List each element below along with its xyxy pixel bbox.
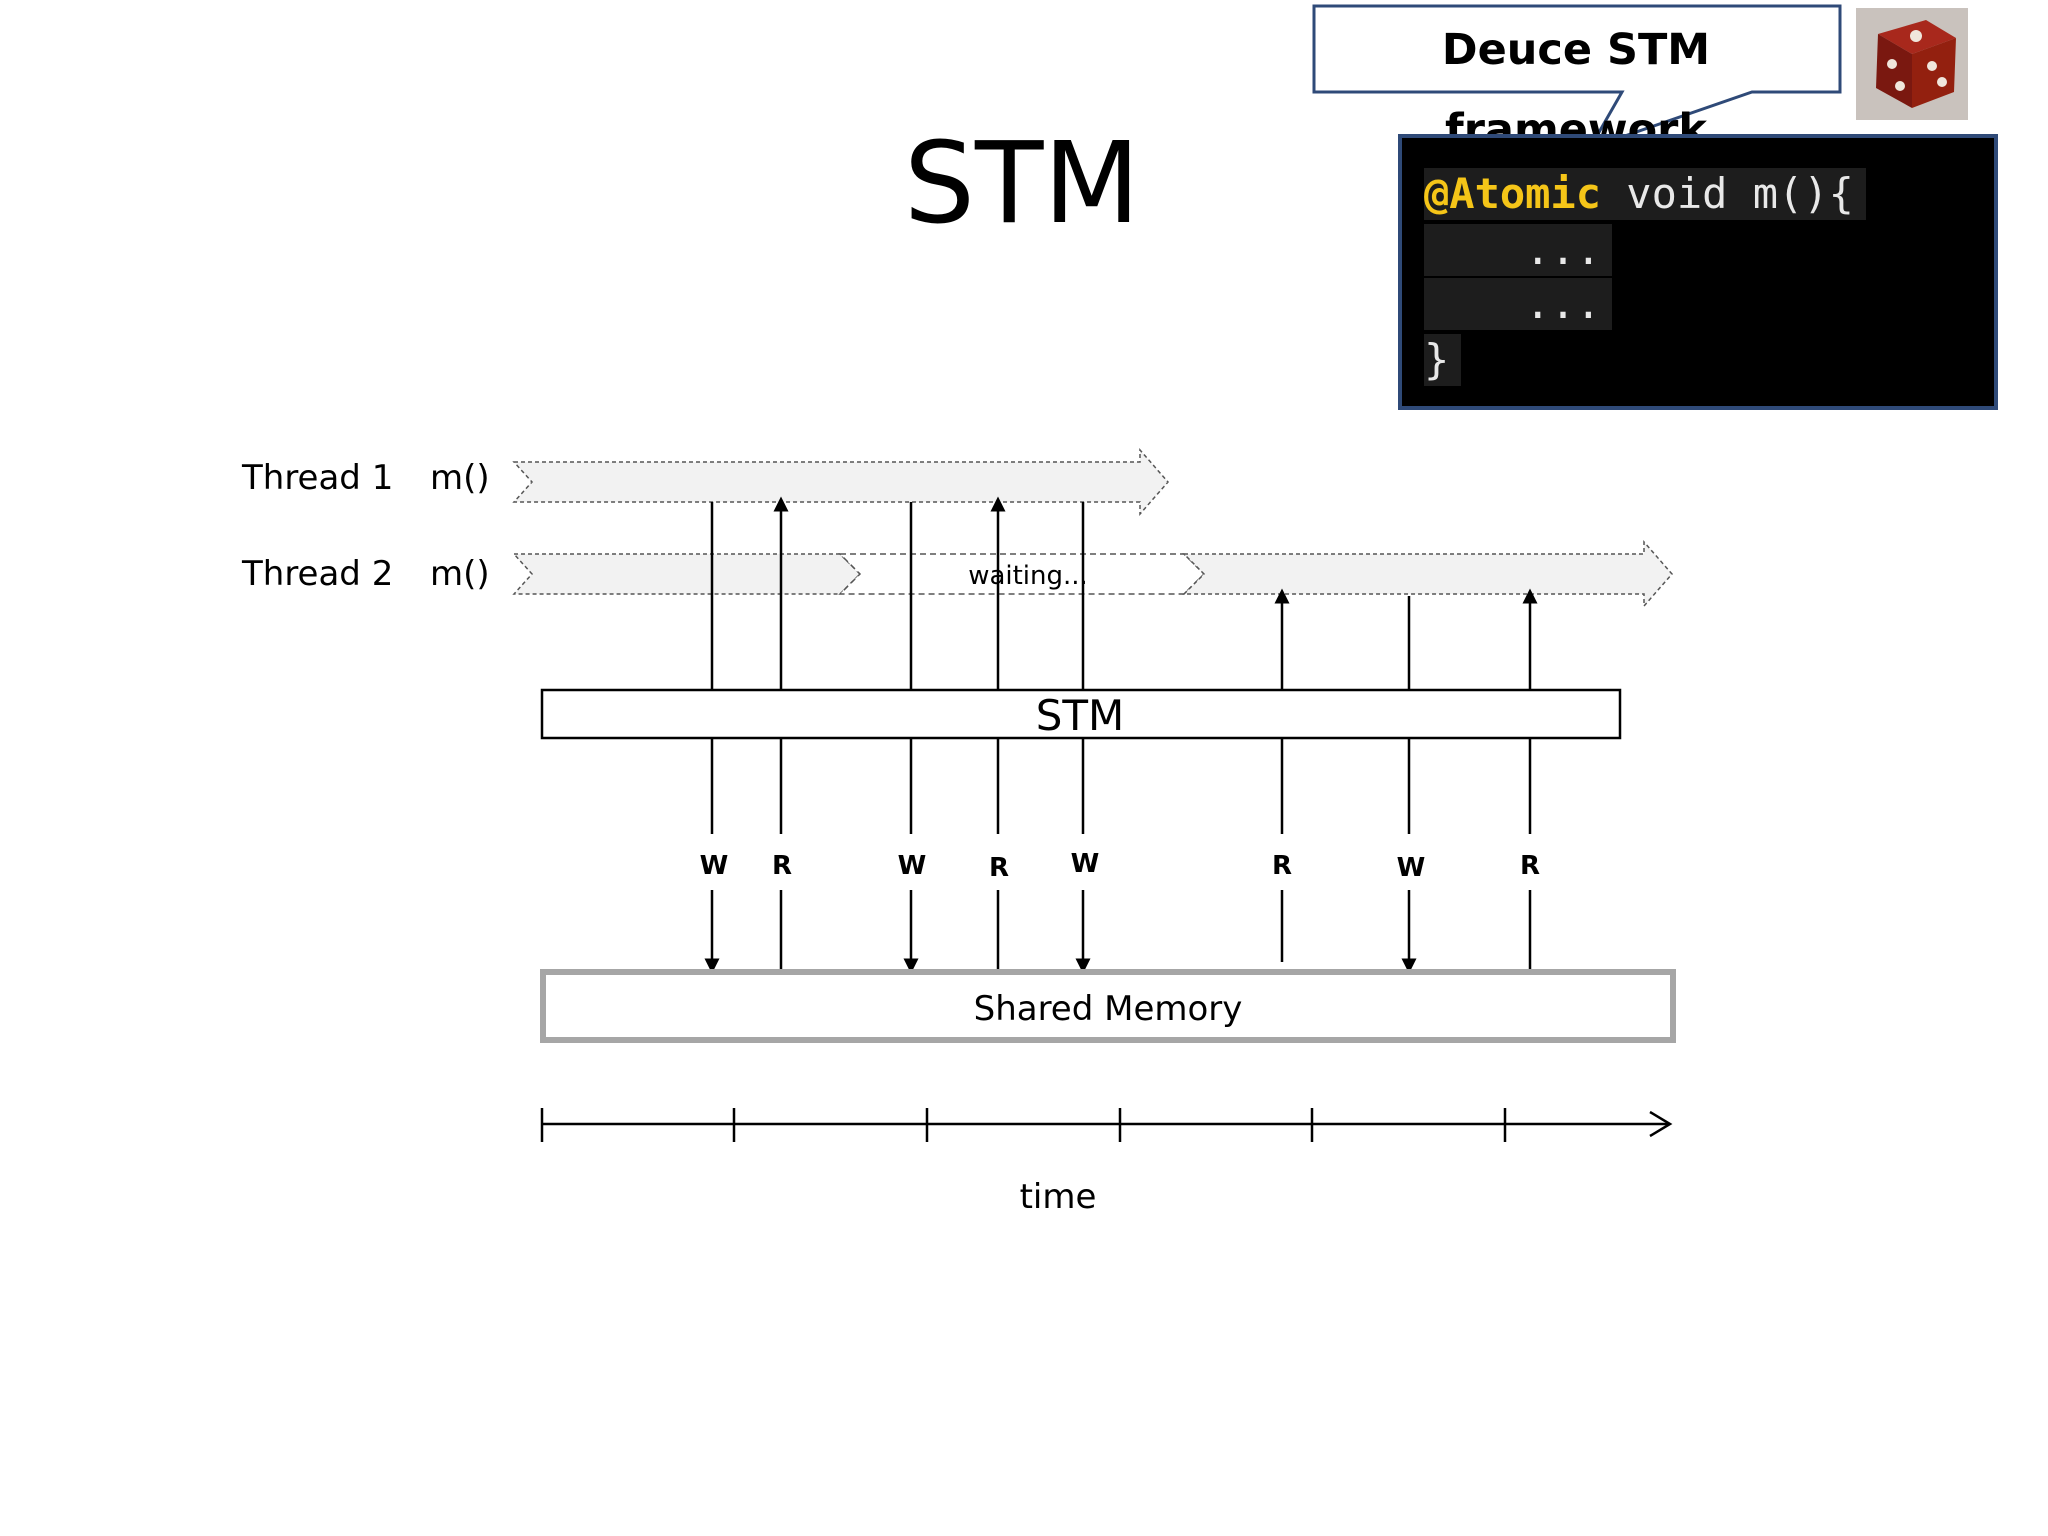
op-label: R [989,853,1009,883]
stm-box-label: STM [1036,691,1125,740]
memory-connectors [704,738,1532,974]
thread-2-label: Thread 2 [242,554,394,594]
slide-title: STM [903,119,1141,249]
shared-memory-label: Shared Memory [974,989,1243,1029]
op-label: W [1071,849,1100,879]
thread-2-method: m() [430,554,490,594]
code-annotation: @Atomic [1424,169,1602,218]
thread-1-method: m() [430,458,490,498]
time-axis-label: time [1020,1177,1097,1217]
thread-2-arrow-end [1182,540,1673,608]
code-signature: void m(){ [1601,169,1854,218]
op-label: R [772,851,792,881]
thread-1-arrow [512,448,1169,516]
op-label: R [1520,851,1540,881]
stm-box [540,688,1622,740]
op-label: W [898,851,927,881]
thread-1-connectors [710,496,1085,690]
op-label: W [700,851,729,881]
op-label: R [1272,851,1292,881]
code-panel: @Atomic void m(){ ... ... } [1398,134,1998,410]
thread-1-label: Thread 1 [242,458,394,498]
dice-icon [1856,8,1968,120]
shared-memory-box [540,969,1676,1043]
code-line-body-1: ... [1424,224,1612,276]
thread-2-connectors [1274,588,1538,690]
callout-bubble [1312,4,1842,151]
code-line-signature: @Atomic void m(){ [1424,168,1866,220]
thread-2-arrow-start [512,553,862,595]
code-line-body-2: ... [1424,278,1612,330]
waiting-label: waiting... [968,561,1088,591]
code-line-closing: } [1424,334,1462,386]
time-axis [540,1108,1673,1142]
op-label: W [1397,853,1426,883]
